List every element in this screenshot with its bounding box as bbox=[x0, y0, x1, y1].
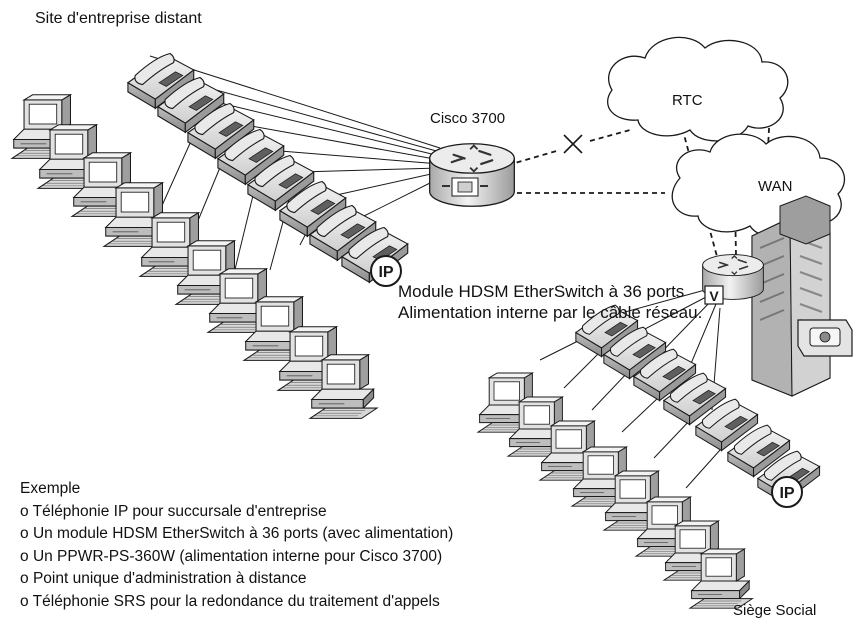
remote-ip-badge-text: IP bbox=[378, 264, 393, 281]
hq-ip-badge-icon: IP bbox=[771, 476, 803, 508]
remote-phone-links bbox=[149, 55, 441, 219]
example-list-item: Point unique d'administration à distance bbox=[20, 568, 453, 591]
hq-ip-badge-text: IP bbox=[779, 485, 794, 502]
module-description-line-2: Alimentation interne par le câble réseau… bbox=[398, 303, 703, 322]
voice-badge-text: V bbox=[709, 288, 719, 304]
example-list-item: Téléphonie IP pour succursale d'entrepri… bbox=[20, 501, 453, 524]
call-manager-server-icon bbox=[797, 319, 853, 357]
example-list-item: Téléphonie SRS pour la redondance du tra… bbox=[20, 591, 453, 614]
cisco-3700-router-icon bbox=[428, 142, 516, 208]
rtc-cloud-label: RTC bbox=[672, 92, 703, 109]
headquarters-label: Siège Social bbox=[733, 602, 817, 619]
headquarters-building-icon bbox=[751, 195, 831, 397]
example-title: Exemple bbox=[20, 480, 81, 497]
example-list-item: Un module HDSM EtherSwitch à 36 ports (a… bbox=[20, 523, 453, 546]
router-switch-module-icon bbox=[442, 177, 488, 197]
example-block: Exemple Téléphonie IP pour succursale d'… bbox=[20, 478, 453, 613]
example-list-item: Un PPWR-PS-360W (alimentation interne po… bbox=[20, 546, 453, 569]
example-list: Téléphonie IP pour succursale d'entrepri… bbox=[20, 501, 454, 614]
rtc-cloud-icon bbox=[607, 36, 789, 142]
module-description-line-1: Module HDSM EtherSwitch à 36 ports bbox=[398, 282, 685, 301]
remote-ip-badge-icon: IP bbox=[370, 255, 402, 287]
wan-cloud-label: WAN bbox=[758, 178, 793, 195]
link-down-cross-icon bbox=[563, 134, 583, 154]
remote-site-title: Site d'entreprise distant bbox=[35, 10, 202, 27]
voice-badge-icon: V bbox=[704, 285, 724, 305]
router-label: Cisco 3700 bbox=[430, 110, 506, 127]
